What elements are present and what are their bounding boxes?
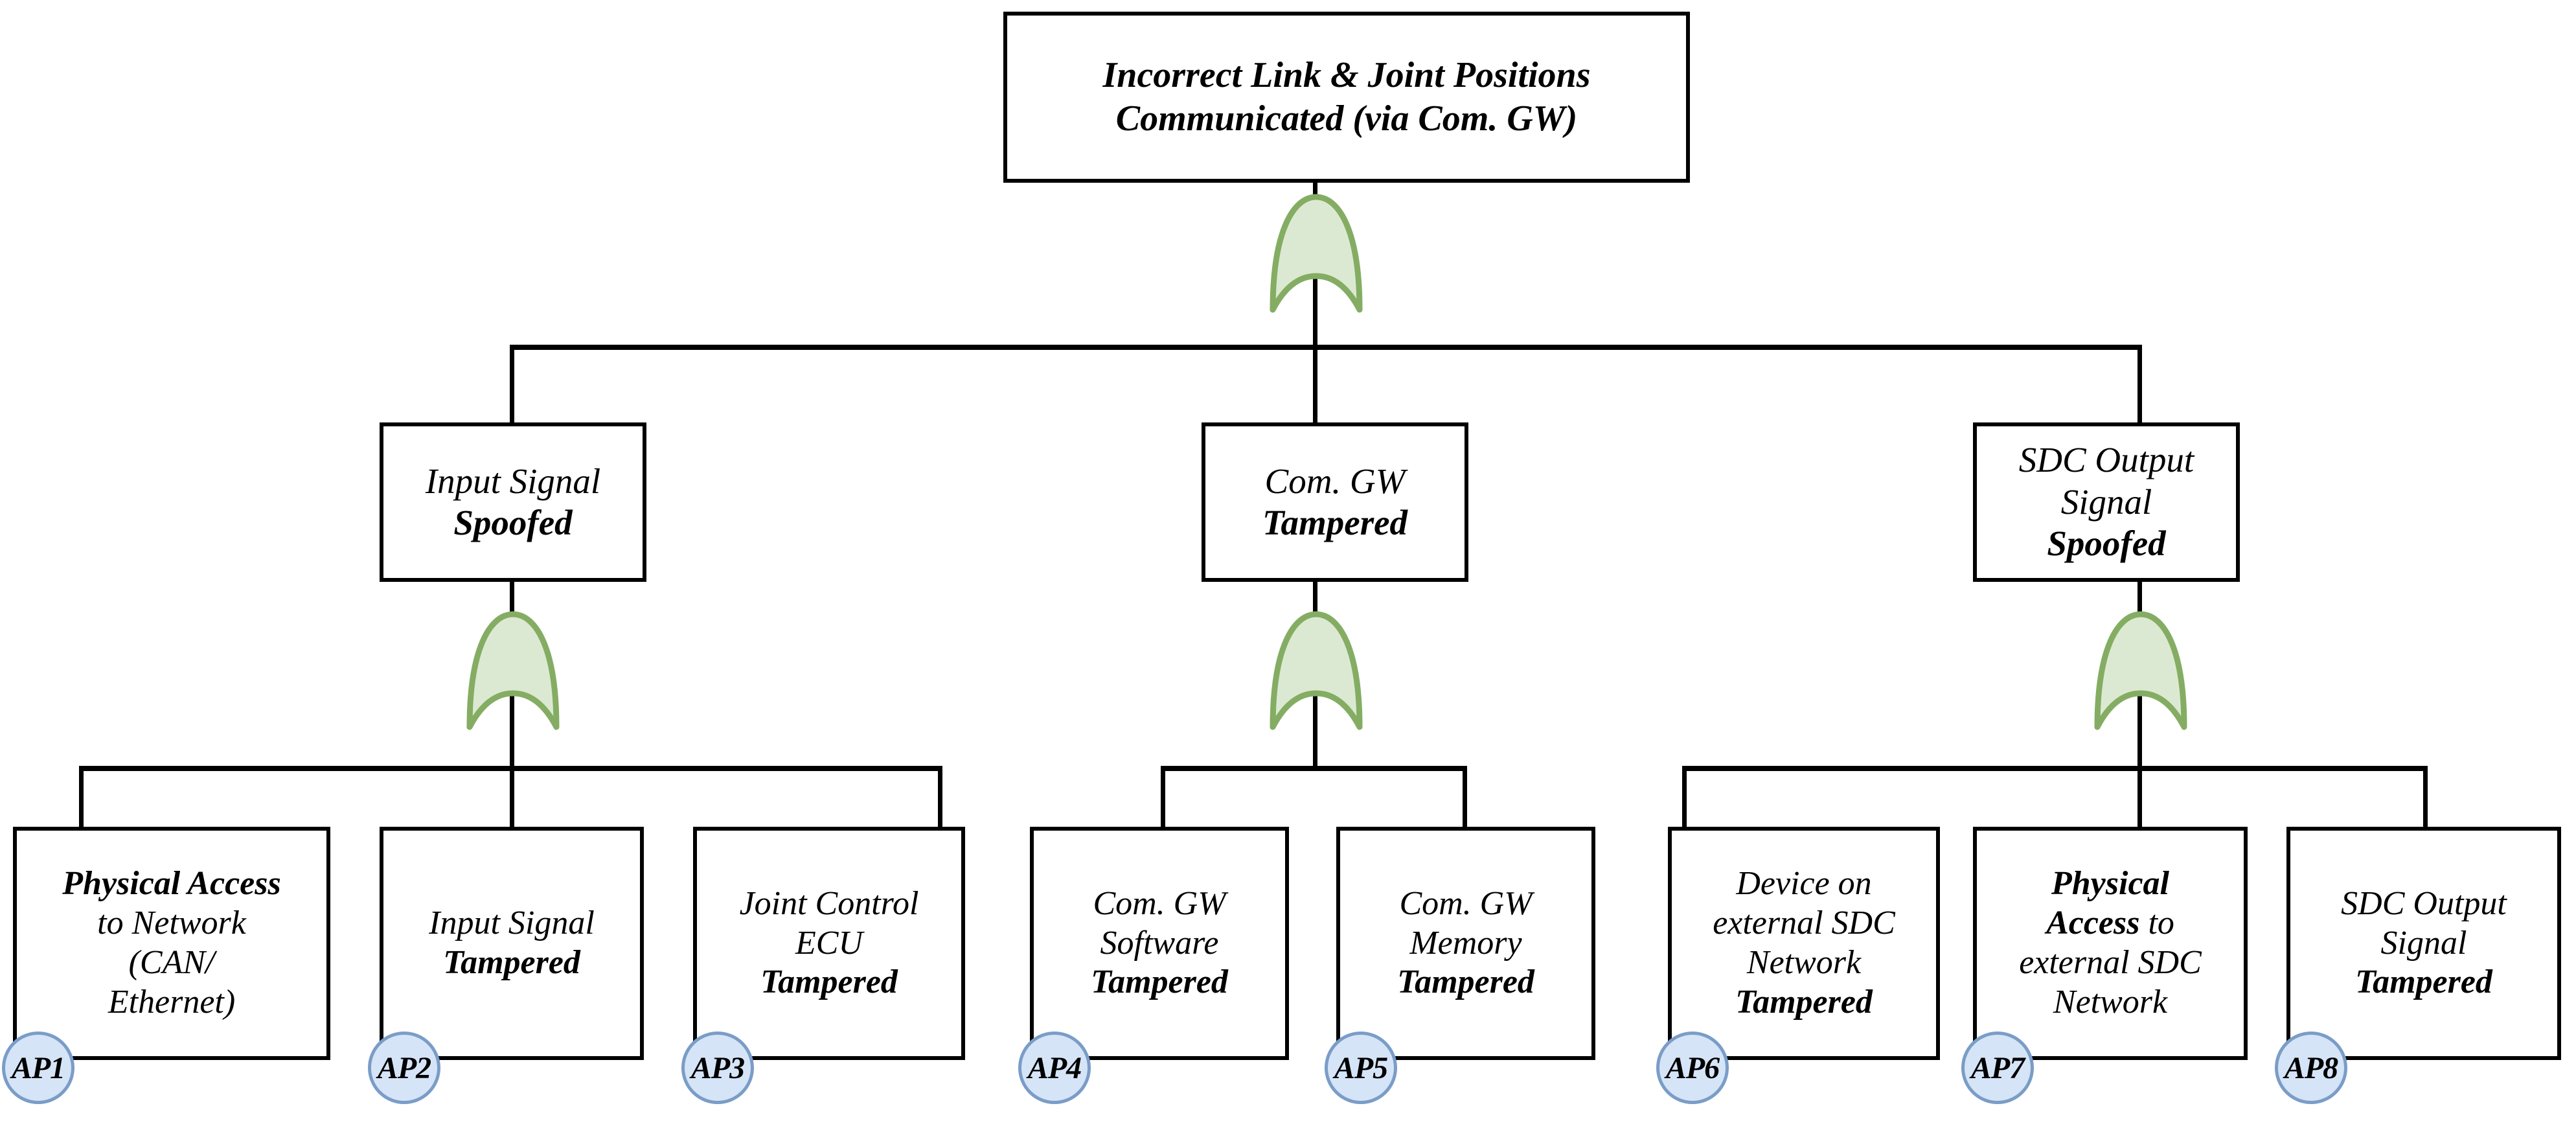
drop-to-leaf-5 <box>1463 766 1467 833</box>
connector-input-signal-to-gate2 <box>510 582 514 625</box>
attack-path-label-ap5: AP5 <box>1334 1050 1388 1085</box>
basic-event-label-physical-access-network: Physical Access to Network(CAN/Ethernet) <box>62 865 281 1020</box>
attack-path-label-ap8: AP8 <box>2284 1050 2338 1085</box>
attack-path-label-ap3: AP3 <box>690 1050 745 1085</box>
drop-to-input-signal-spoofed <box>510 345 514 425</box>
intermediate-label-input-signal-spoofed: Input Signal Spoofed <box>425 461 601 542</box>
bus-cluster-middle <box>1163 766 1467 771</box>
attack-path-badge-ap6[interactable]: AP6 <box>1656 1032 1729 1104</box>
attack-path-badge-ap3[interactable]: AP3 <box>681 1032 754 1104</box>
top-event-box[interactable]: Incorrect Link & Joint Positions Communi… <box>1003 12 1690 183</box>
connector-gate4-out <box>2137 688 2142 769</box>
attack-path-badge-ap7[interactable]: AP7 <box>1961 1032 2034 1104</box>
attack-path-label-ap2: AP2 <box>377 1050 431 1085</box>
basic-event-box-input-signal-tampered[interactable]: Input Signal Tampered <box>380 827 644 1060</box>
intermediate-box-input-signal-spoofed[interactable]: Input Signal Spoofed <box>380 422 646 582</box>
attack-path-badge-ap5[interactable]: AP5 <box>1325 1032 1397 1104</box>
drop-to-leaf-1 <box>79 766 84 833</box>
or-gate-root <box>1268 192 1365 315</box>
attack-path-label-ap7: AP7 <box>1970 1050 2025 1085</box>
connector-com-gw-to-gate3 <box>1313 582 1317 625</box>
connector-gate3-out <box>1313 688 1317 769</box>
connector-sdc-to-gate4 <box>2137 582 2142 625</box>
bus-cluster-right <box>1684 766 2428 771</box>
connector-gate1-out <box>1313 272 1317 347</box>
attack-path-label-ap4: AP4 <box>1027 1050 1082 1085</box>
attack-path-badge-ap4[interactable]: AP4 <box>1018 1032 1091 1104</box>
drop-to-leaf-7 <box>2137 766 2142 833</box>
drop-to-com-gw-tampered <box>1313 345 1317 425</box>
attack-path-badge-ap1[interactable]: AP1 <box>2 1032 74 1104</box>
attack-path-label-ap6: AP6 <box>1665 1050 1720 1085</box>
or-gate-sdc-output-spoofed <box>2092 609 2189 732</box>
intermediate-box-com-gw-tampered[interactable]: Com. GW Tampered <box>1202 422 1468 582</box>
connector-gate2-out <box>510 688 514 769</box>
basic-event-label-input-signal-tampered: Input Signal Tampered <box>429 905 595 981</box>
drop-to-leaf-2 <box>510 766 514 833</box>
basic-event-box-physical-access-network[interactable]: Physical Access to Network(CAN/Ethernet) <box>13 827 330 1060</box>
drop-to-leaf-8 <box>2423 766 2428 833</box>
or-gate-com-gw-tampered <box>1268 609 1365 732</box>
top-event-label: Incorrect Link & Joint Positions Communi… <box>1102 54 1591 139</box>
intermediate-label-com-gw-tampered: Com. GW Tampered <box>1262 461 1408 542</box>
drop-to-leaf-4 <box>1161 766 1165 833</box>
drop-to-leaf-6 <box>1682 766 1687 833</box>
drop-to-leaf-3 <box>938 766 942 833</box>
attack-path-badge-ap8[interactable]: AP8 <box>2275 1032 2347 1104</box>
or-gate-input-signal-spoofed <box>464 609 562 732</box>
attack-path-badge-ap2[interactable]: AP2 <box>368 1032 440 1104</box>
drop-to-sdc-output-spoofed <box>2137 345 2142 425</box>
attack-path-label-ap1: AP1 <box>11 1050 65 1085</box>
bus-level2 <box>512 345 2141 350</box>
